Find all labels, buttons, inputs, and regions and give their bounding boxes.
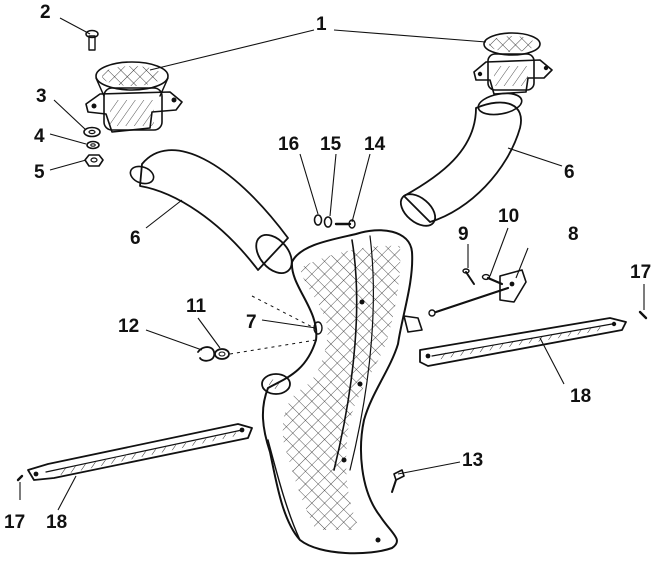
callout-15: 15 — [320, 134, 342, 155]
washer-15 — [323, 216, 333, 228]
vent-unit-right — [473, 32, 553, 95]
control-lever-8 — [428, 269, 527, 317]
pin-17-right — [638, 310, 648, 320]
callout-17-left: 17 — [4, 512, 25, 533]
vent-unit-left — [85, 61, 183, 133]
callout-18-left: 18 — [46, 512, 67, 533]
callout-10: 10 — [498, 206, 519, 227]
clip-12 — [197, 346, 216, 362]
callout-1: 1 — [316, 14, 327, 35]
callout-6-right: 6 — [564, 162, 575, 183]
washer-4 — [86, 140, 100, 150]
callout-16: 16 — [278, 134, 299, 155]
side-channel-left — [27, 423, 253, 481]
side-channel-right — [419, 317, 627, 367]
callout-17-right: 17 — [630, 262, 651, 283]
ring-11 — [214, 348, 230, 360]
leader-lines — [19, 17, 645, 511]
callout-7: 7 — [246, 312, 257, 333]
callout-14: 14 — [364, 134, 386, 155]
callout-18-right: 18 — [570, 386, 591, 407]
screw-10 — [481, 273, 504, 286]
callout-labels: 1 2 3 4 5 6 6 7 8 9 10 11 12 13 14 15 16… — [4, 2, 651, 533]
callout-8: 8 — [568, 224, 579, 245]
callout-11: 11 — [186, 296, 207, 317]
pin-9 — [462, 268, 475, 285]
callout-6-left: 6 — [130, 228, 141, 249]
screw-13 — [391, 469, 405, 493]
nut-5 — [84, 154, 104, 167]
callout-2: 2 — [40, 2, 51, 23]
callout-9: 9 — [458, 224, 469, 245]
washer-16 — [313, 214, 323, 226]
pin-17-left — [16, 474, 24, 482]
hose-left — [129, 149, 293, 275]
callout-4: 4 — [34, 126, 45, 147]
duct-housing-7 — [261, 229, 423, 555]
callout-13: 13 — [462, 450, 483, 471]
callout-3: 3 — [36, 86, 47, 107]
callout-5: 5 — [34, 162, 45, 183]
hose-right — [399, 92, 523, 227]
screw-2 — [85, 29, 99, 51]
washer-3 — [83, 126, 101, 138]
callout-12: 12 — [118, 316, 139, 337]
